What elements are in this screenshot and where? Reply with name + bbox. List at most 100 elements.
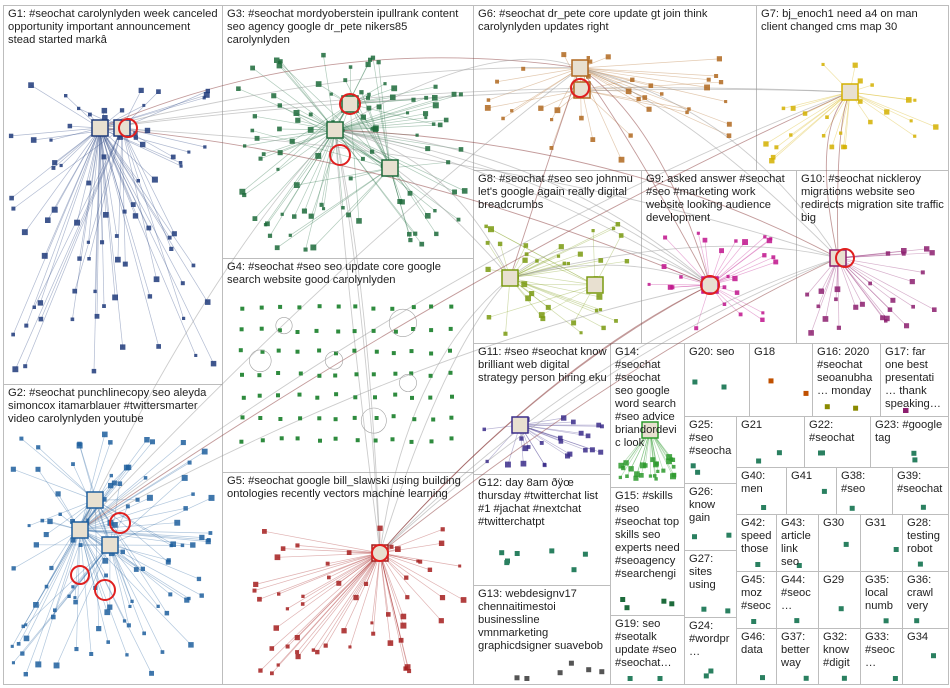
edge (281, 129, 336, 215)
edge (76, 529, 81, 650)
node (336, 304, 341, 309)
node (599, 669, 605, 675)
edge (334, 113, 426, 131)
node (169, 246, 174, 251)
node (310, 244, 317, 251)
node (199, 534, 205, 541)
node (568, 660, 574, 666)
node (424, 116, 428, 120)
node (726, 532, 732, 538)
edge (305, 129, 336, 250)
node (913, 134, 917, 138)
edge (280, 60, 336, 131)
node (836, 325, 841, 330)
node (261, 152, 266, 156)
node (591, 229, 595, 233)
group-label-g33: G33: #seoc… #seo #digit… (865, 631, 895, 671)
node (825, 115, 829, 119)
node (524, 252, 529, 257)
node (732, 275, 738, 282)
edge (649, 284, 711, 286)
node (317, 348, 322, 353)
node (180, 543, 185, 548)
node (336, 329, 341, 334)
edge (256, 129, 336, 139)
node (301, 208, 307, 214)
node (206, 538, 211, 542)
node (853, 304, 859, 310)
node (774, 145, 779, 150)
node (458, 92, 463, 97)
node (834, 286, 841, 293)
node (654, 461, 659, 466)
edge (79, 529, 202, 596)
node (102, 304, 106, 308)
edge (485, 226, 596, 286)
group-panel-g27 (684, 550, 737, 618)
node (393, 371, 398, 376)
edge (334, 119, 447, 131)
node (38, 316, 44, 322)
edge (121, 127, 184, 319)
node (51, 206, 58, 213)
node (924, 246, 930, 252)
node (20, 651, 25, 656)
edge (579, 67, 650, 110)
group-label-g42: G42: speed those know… (741, 517, 772, 557)
node (558, 244, 564, 250)
node (372, 126, 379, 132)
edge (297, 552, 381, 638)
edge (273, 95, 336, 131)
node (258, 668, 263, 673)
group-label-g28: G28: testing robot follow… (907, 517, 940, 557)
edge (771, 91, 851, 161)
node (70, 317, 75, 322)
inter-group-edge (79, 129, 336, 531)
node (307, 126, 314, 133)
edge (94, 499, 169, 563)
node (484, 105, 491, 111)
node (428, 395, 433, 400)
node (409, 371, 414, 376)
edge (21, 438, 96, 501)
edge (277, 552, 381, 666)
node (123, 464, 130, 471)
node (289, 138, 295, 144)
edge (13, 544, 111, 663)
hub-avatar (326, 121, 344, 139)
edge (524, 283, 596, 286)
node (794, 618, 800, 624)
node (270, 671, 274, 676)
node (91, 368, 97, 374)
group-label-g1: G1: #seochat carolynlyden week canceled … (8, 8, 218, 46)
edge (581, 89, 688, 113)
edge (99, 127, 105, 307)
node (377, 525, 383, 531)
node (276, 663, 280, 667)
node (654, 477, 658, 481)
node (389, 544, 394, 549)
node (73, 596, 77, 600)
node (539, 441, 544, 445)
edge (292, 103, 351, 142)
node (314, 328, 319, 333)
node (115, 256, 121, 263)
edge (379, 552, 404, 617)
node (687, 107, 691, 111)
edge (96, 127, 101, 317)
edge (252, 67, 336, 131)
node (370, 621, 374, 625)
edge (263, 129, 336, 155)
node (239, 327, 244, 332)
group-label-g41: G41 (791, 470, 813, 482)
node (86, 180, 92, 186)
node (556, 254, 561, 258)
node (571, 567, 577, 573)
edge (343, 552, 381, 631)
node (695, 469, 701, 475)
node (86, 518, 90, 522)
node (239, 188, 246, 195)
edge (13, 468, 96, 501)
node (329, 92, 333, 96)
inter-group-edge (334, 129, 839, 259)
